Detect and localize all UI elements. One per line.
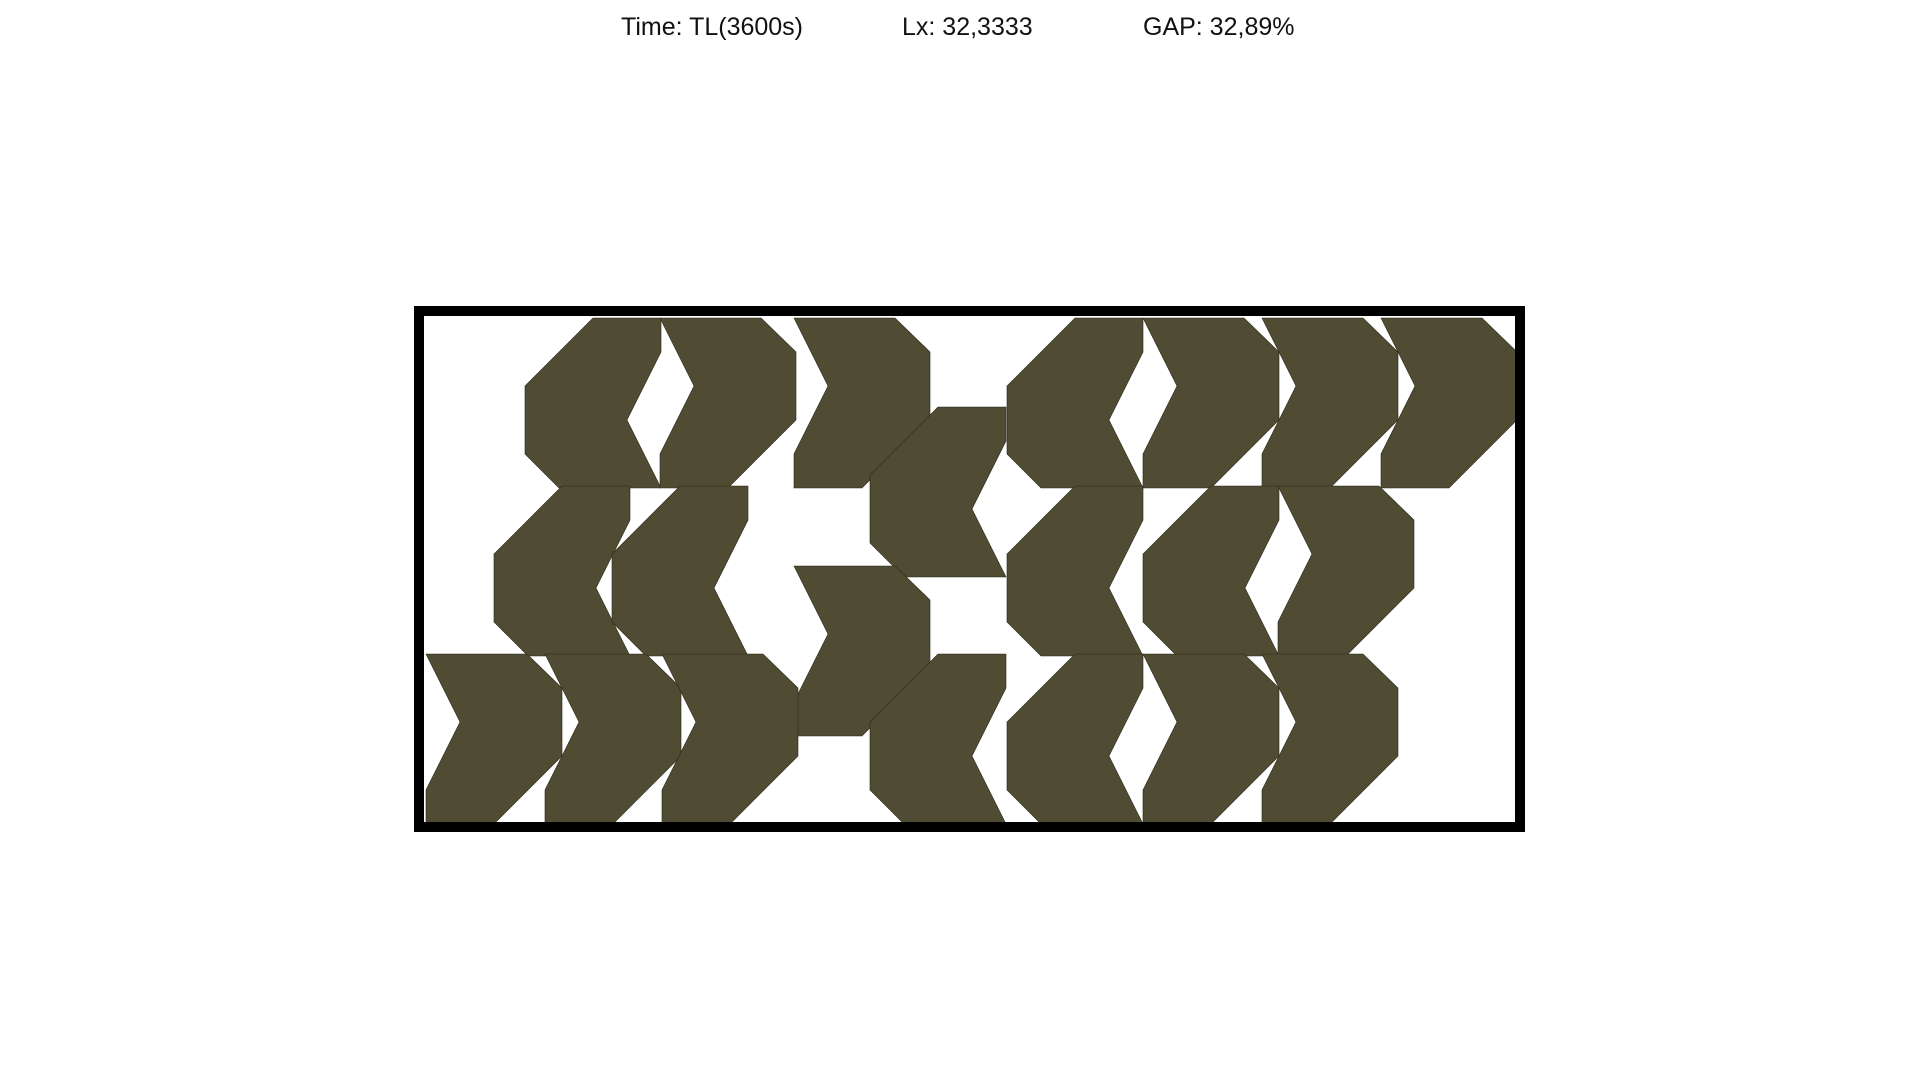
chevron-piece [869, 406, 1007, 578]
chevron-piece [1277, 485, 1415, 657]
chevron-piece [1261, 317, 1399, 489]
chevron-piece [793, 317, 931, 489]
gap-percentage-label: GAP: 32,89% [1143, 13, 1295, 41]
strip-container [414, 306, 1525, 832]
chevron-piece [661, 653, 799, 822]
chevron-piece [1142, 485, 1280, 657]
chevron-piece [1006, 653, 1144, 822]
chevron-piece [1261, 653, 1399, 822]
chevron-piece [869, 653, 1007, 822]
chevron-piece [544, 653, 682, 822]
length-value-label: Lx: 32,3333 [902, 13, 1033, 41]
chevron-piece [1380, 317, 1515, 489]
chevron-piece [1006, 317, 1144, 489]
time-limit-label: Time: TL(3600s) [621, 13, 804, 41]
chevron-piece [1142, 653, 1280, 822]
chevron-piece [659, 317, 797, 489]
chevron-piece [1142, 317, 1280, 489]
chevron-piece [493, 485, 631, 657]
chevron-piece [611, 485, 749, 657]
chevron-piece [524, 317, 662, 489]
placed-pieces [425, 317, 1515, 822]
chevron-piece [1006, 485, 1144, 657]
chevron-piece [793, 565, 931, 737]
chevron-piece [425, 653, 563, 822]
